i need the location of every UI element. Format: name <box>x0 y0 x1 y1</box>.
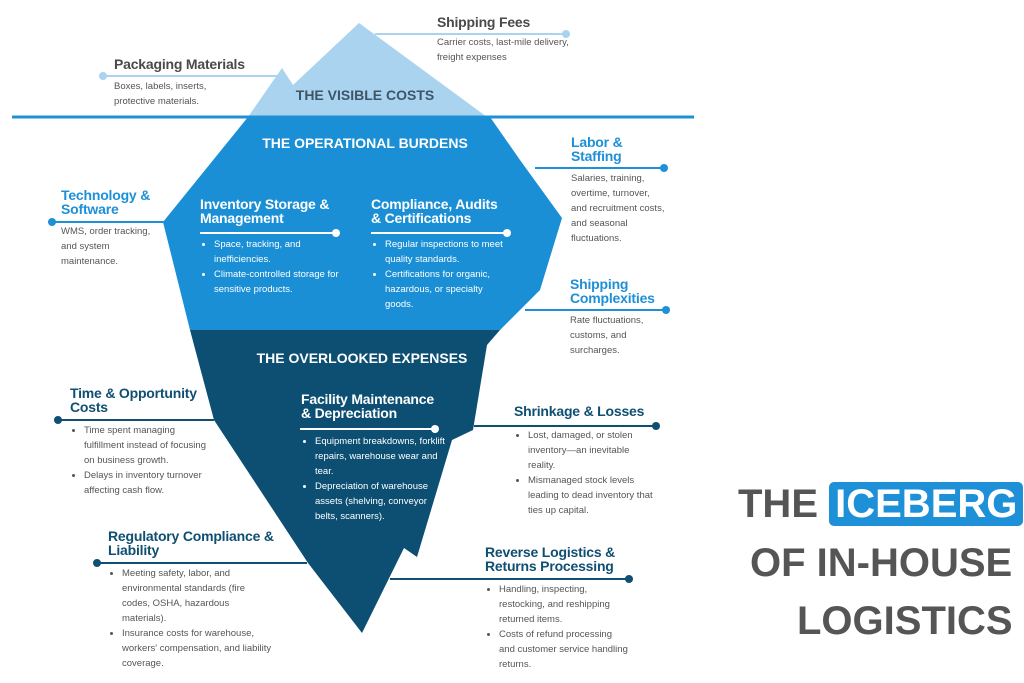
headline-line1: THE ICEBERG <box>738 482 1024 526</box>
bullet: Certifications for organic, hazardous, o… <box>385 267 511 312</box>
item-title: Shipping Complexities <box>570 276 655 306</box>
headline-iceberg: ICEBERG <box>829 482 1024 526</box>
bullet: Handling, inspecting, restocking, and re… <box>499 582 629 627</box>
item-packaging-materials: Packaging Materials Boxes, labels, inser… <box>114 57 254 109</box>
bullet: Space, tracking, and inefficiencies. <box>214 237 340 267</box>
item-inventory-storage: Inventory Storage & Management Space, tr… <box>200 197 340 297</box>
item-technology-software: Technology & Software WMS, order trackin… <box>61 188 161 269</box>
item-title: Packaging Materials <box>114 56 245 72</box>
item-time-opportunity: Time & Opportunity Costs Time spent mana… <box>70 386 210 498</box>
section-operational-burdens: THE OPERATIONAL BURDENS <box>262 135 468 151</box>
item-text: Carrier costs, last-mile delivery, freig… <box>437 37 569 63</box>
item-title: Inventory Storage & Management <box>200 196 330 226</box>
headline-line3: LOGISTICS <box>797 599 1013 643</box>
item-text: WMS, order tracking, and system maintena… <box>61 226 151 267</box>
iceberg-operational-layer <box>163 117 562 330</box>
item-shrinkage-losses: Shrinkage & Losses Lost, damaged, or sto… <box>514 404 659 518</box>
item-regulatory-compliance: Regulatory Compliance & Liability Meetin… <box>108 529 278 671</box>
item-shipping-complexities: Shipping Complexities Rate fluctuations,… <box>570 277 670 358</box>
bullet: Regular inspections to meet quality stan… <box>385 237 511 267</box>
item-facility-maintenance: Facility Maintenance & Depreciation Equi… <box>301 392 446 524</box>
item-title: Regulatory Compliance & Liability <box>108 528 274 558</box>
item-compliance-audits: Compliance, Audits & Certifications Regu… <box>371 197 511 312</box>
item-title: Compliance, Audits & Certifications <box>371 196 498 226</box>
iceberg-visible-tip <box>248 23 487 117</box>
bullet: Climate-controlled storage for sensitive… <box>214 267 340 297</box>
section-visible-costs: THE VISIBLE COSTS <box>295 87 435 103</box>
bullet: Depreciation of warehouse assets (shelvi… <box>315 479 445 524</box>
bullet: Insurance costs for warehouse, workers' … <box>122 626 272 671</box>
item-title: Facility Maintenance & Depreciation <box>301 391 434 421</box>
item-title: Time & Opportunity Costs <box>70 385 197 415</box>
section-overlooked-expenses: THE OVERLOOKED EXPENSES <box>256 350 468 366</box>
item-text: Boxes, labels, inserts, protective mater… <box>114 81 207 107</box>
bullet: Delays in inventory turnover affecting c… <box>84 468 209 498</box>
headline-the: THE <box>738 482 818 526</box>
bullet: Time spent managing fulfillment instead … <box>84 423 209 468</box>
item-labor-staffing: Labor & Staffing Salaries, training, ove… <box>571 135 671 246</box>
item-title: Shipping Fees <box>437 14 531 30</box>
item-text: Salaries, training, overtime, turnover, … <box>571 173 665 244</box>
item-title: Technology & Software <box>61 187 151 217</box>
iceberg-overlooked-layer <box>190 330 500 633</box>
item-title: Reverse Logistics & Returns Processing <box>485 544 616 574</box>
headline-line2: OF IN-HOUSE <box>750 541 1013 585</box>
connector-lines <box>48 30 670 583</box>
bullet: Lost, damaged, or stolen inventory—an in… <box>528 428 653 473</box>
item-title: Labor & Staffing <box>571 134 623 164</box>
item-text: Rate fluctuations, customs, and surcharg… <box>570 315 644 356</box>
bullet: Mismanaged stock levels leading to dead … <box>528 473 653 518</box>
bullet: Equipment breakdowns, forklift repairs, … <box>315 434 445 479</box>
item-shipping-fees: Shipping Fees Carrier costs, last-mile d… <box>437 15 577 65</box>
bullet: Meeting safety, labor, and environmental… <box>122 566 272 626</box>
bullet: Costs of refund processing and customer … <box>499 627 629 672</box>
item-title: Shrinkage & Losses <box>514 403 645 419</box>
item-reverse-logistics: Reverse Logistics & Returns Processing H… <box>485 545 630 672</box>
